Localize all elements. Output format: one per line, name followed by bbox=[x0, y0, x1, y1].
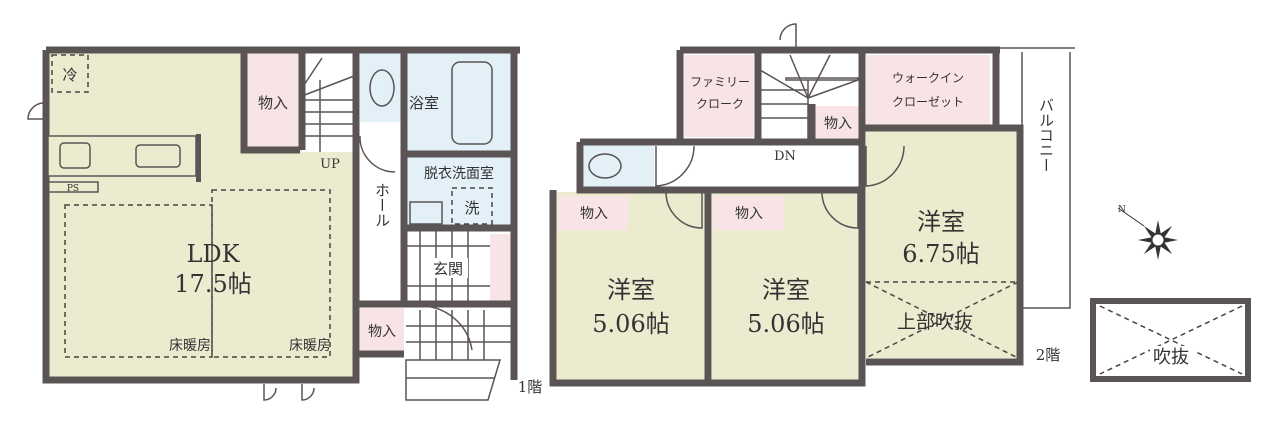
room-b-label: 洋室 bbox=[762, 276, 810, 304]
floor-heating-area-1 bbox=[64, 204, 213, 358]
hall-label: ホール bbox=[373, 183, 391, 228]
room-a-label: 洋室 bbox=[607, 276, 655, 304]
storage-2 bbox=[360, 308, 404, 352]
door-icons bbox=[27, 102, 473, 401]
walkin-closet-label: クローゼット bbox=[892, 95, 964, 109]
fridge-space bbox=[51, 54, 89, 93]
svg-text:N: N bbox=[1118, 205, 1126, 215]
void-box: 吹抜 bbox=[1090, 298, 1251, 382]
floor-2: ファミリー クローク ウォークイン クローゼット 物入 DN 物入 洋室 5.0… bbox=[549, 23, 1075, 387]
floor-1: PS 冷 LDK 17.5帖 床暖房 床暖房 物入 UP 浴室 脱衣洗面室 洗 … bbox=[27, 46, 543, 401]
room-c-size: 6.75帖 bbox=[902, 240, 979, 268]
bathtub-icon bbox=[451, 61, 493, 145]
storage-label: 物入 bbox=[368, 324, 396, 340]
stairs-down-label: DN bbox=[774, 149, 796, 164]
sink-icon bbox=[135, 144, 181, 168]
room-c-label: 洋室 bbox=[917, 208, 965, 236]
floor-heating-area-2 bbox=[211, 189, 331, 358]
compass-icon: N bbox=[1117, 205, 1178, 260]
family-closet-label: ファミリー bbox=[690, 75, 750, 89]
hallway-2 bbox=[656, 144, 862, 188]
balcony-outline bbox=[1000, 47, 1075, 309]
stove-icon bbox=[59, 142, 91, 169]
toilet-icon bbox=[369, 69, 395, 107]
toilet-icon bbox=[588, 153, 622, 179]
room-b-storage bbox=[714, 196, 784, 230]
door-icons bbox=[655, 23, 905, 229]
stairs-1 bbox=[302, 52, 354, 152]
void-above-label: 上部吹抜 bbox=[897, 311, 973, 333]
storage-stair bbox=[815, 106, 859, 138]
toilet-1 bbox=[360, 52, 404, 122]
hall bbox=[360, 124, 404, 302]
family-closet-label: クローク bbox=[696, 97, 744, 111]
family-closet bbox=[684, 55, 754, 137]
room-a-storage bbox=[558, 196, 628, 230]
bathroom bbox=[406, 52, 514, 152]
floor-heating-label: 床暖房 bbox=[169, 338, 211, 354]
void-above-marking bbox=[865, 281, 1019, 359]
bathroom-label: 浴室 bbox=[409, 94, 439, 112]
ldk-label: LDK bbox=[186, 240, 240, 268]
room-a-size: 5.06帖 bbox=[592, 310, 669, 338]
washroom-label: 脱衣洗面室 bbox=[424, 165, 494, 182]
void-label: 吹抜 bbox=[1153, 347, 1189, 368]
entrance-label: 玄関 bbox=[433, 260, 463, 278]
washroom bbox=[406, 156, 514, 226]
storage-label: 物入 bbox=[258, 94, 288, 112]
storage-label: 物入 bbox=[580, 206, 608, 222]
balcony-label: バルコニー bbox=[1037, 98, 1055, 173]
storage-1 bbox=[248, 52, 298, 152]
storage-label: 物入 bbox=[824, 116, 852, 132]
ldk-size: 17.5帖 bbox=[174, 270, 251, 298]
floor-heating-label: 床暖房 bbox=[289, 338, 331, 354]
stairs-up-label: UP bbox=[320, 157, 340, 172]
washbasin-icon bbox=[409, 201, 443, 225]
floor-1-label: 1階 bbox=[518, 378, 543, 396]
washer-space bbox=[451, 187, 493, 225]
floor-2-label: 2階 bbox=[1036, 346, 1061, 364]
stair-treads bbox=[301, 57, 355, 152]
kitchen-counter bbox=[47, 135, 197, 177]
walkin-closet bbox=[866, 55, 990, 125]
ps-label: PS bbox=[67, 184, 79, 194]
stair-treads bbox=[759, 54, 859, 140]
storage-label: 物入 bbox=[735, 206, 763, 222]
washer-label: 洗 bbox=[464, 199, 479, 217]
room-b-size: 5.06帖 bbox=[747, 310, 824, 338]
fridge-label: 冷 bbox=[62, 66, 77, 84]
walkin-closet-label: ウォークイン bbox=[892, 71, 964, 85]
shoe-storage bbox=[490, 234, 512, 304]
toilet-2 bbox=[584, 144, 654, 188]
